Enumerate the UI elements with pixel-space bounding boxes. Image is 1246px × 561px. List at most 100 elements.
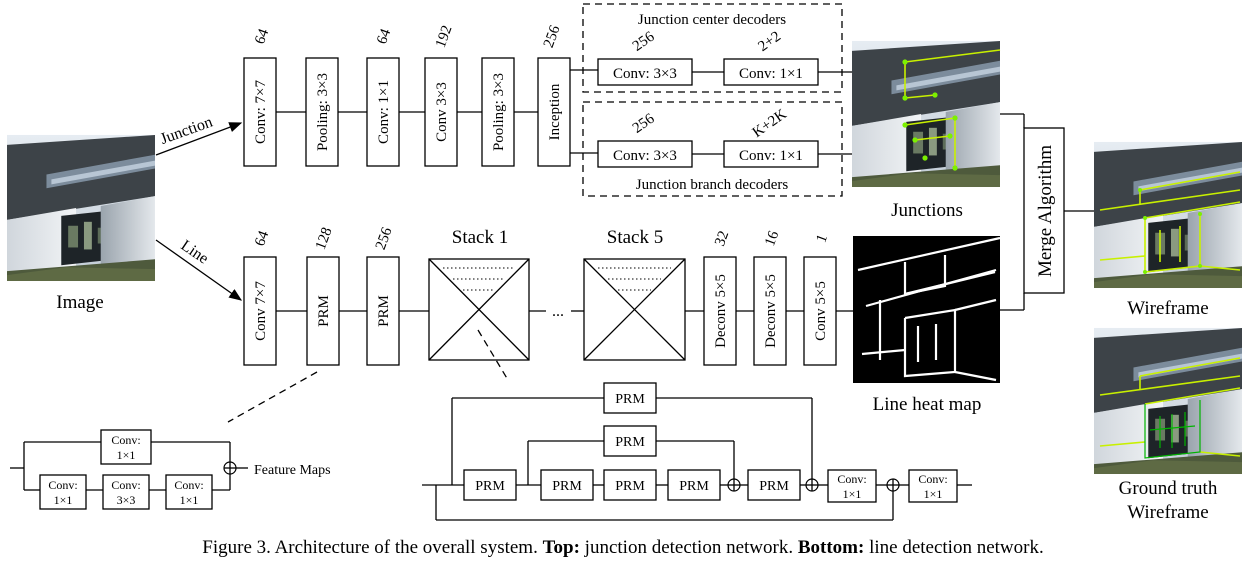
prm-zoom-line bbox=[227, 371, 318, 423]
ln-deconv1-block bbox=[703, 256, 737, 366]
hg-prm-mid-label: PRM bbox=[615, 435, 645, 450]
input-label: Image bbox=[56, 292, 103, 313]
hg-prm-mid-block bbox=[603, 425, 657, 457]
stack-5-label: Stack 5 bbox=[607, 227, 663, 248]
prm-chain-conv2-block bbox=[102, 474, 150, 510]
merge-algorithm-label: Merge Algorithm bbox=[1035, 145, 1056, 277]
ln-deconv1-label: Deconv 5×5 bbox=[713, 274, 729, 348]
hg-prm-5-block bbox=[747, 469, 801, 501]
line-heat-map-image bbox=[853, 236, 1001, 383]
ln-conv7-label: Conv 7×7 bbox=[253, 281, 269, 341]
ln-channel-16: 16 bbox=[762, 228, 782, 248]
hg-prm-5-label: PRM bbox=[759, 479, 789, 494]
jn-conv7-block bbox=[243, 57, 277, 167]
hg-prm-2-label: PRM bbox=[552, 479, 582, 494]
ln-prm1-block bbox=[306, 256, 340, 366]
jn-inception-block bbox=[537, 57, 571, 167]
stack-5-hourglass bbox=[583, 258, 686, 361]
ln-conv5-label: Conv 5×5 bbox=[813, 281, 829, 341]
jn-conv1-block bbox=[366, 57, 400, 167]
prm-chain-conv3-block bbox=[165, 474, 213, 510]
ln-channel-128: 128 bbox=[313, 225, 336, 252]
caption-top-text: junction detection network. bbox=[584, 537, 793, 558]
ground-truth-label-2: Wireframe bbox=[1127, 502, 1209, 523]
jn-inception-label: Inception bbox=[547, 83, 563, 140]
center-decoder-group bbox=[582, 3, 843, 93]
prm-chain-conv3-label-1: Conv: bbox=[174, 478, 203, 492]
input-image bbox=[7, 134, 155, 282]
prm-chain-conv3-label-2: 1×1 bbox=[180, 493, 199, 507]
hg-conv-a-label-1: Conv: bbox=[837, 472, 866, 486]
merge-algorithm-block bbox=[1023, 127, 1065, 294]
prm-chain-conv1-block bbox=[39, 474, 87, 510]
line-branch-label: Line bbox=[178, 237, 212, 267]
ln-prm2-block bbox=[366, 256, 400, 366]
ln-prm1-label: PRM bbox=[316, 295, 332, 327]
center-decoder-title: Junction center decoders bbox=[638, 12, 786, 28]
prm-chain-conv1-label-2: 1×1 bbox=[54, 493, 73, 507]
wireframe-label: Wireframe bbox=[1127, 298, 1209, 319]
ground-truth-wireframe-image bbox=[1094, 327, 1242, 475]
ground-truth-label-1: Ground truth bbox=[1119, 478, 1218, 499]
junctions-image bbox=[852, 40, 1001, 188]
hg-conv-a-block bbox=[827, 469, 877, 503]
caption-bottom-bold: Bottom: bbox=[798, 537, 864, 558]
branch-ch1: 256 bbox=[630, 110, 658, 136]
hg-prm-3-label: PRM bbox=[615, 479, 645, 494]
prm-feature-maps-label: Feature Maps bbox=[254, 463, 331, 478]
hg-prm-1-label: PRM bbox=[475, 479, 505, 494]
branch-conv3-label: Conv: 3×3 bbox=[613, 148, 677, 164]
junction-network: Conv: 7×7 Pooling: 3×3 Conv: 1×1 Conv 3×… bbox=[243, 3, 852, 197]
prm-chain-conv1-label-1: Conv: bbox=[48, 478, 77, 492]
prm-chain-conv2-label-2: 3×3 bbox=[117, 493, 136, 507]
branch-decoder-title: Junction branch decoders bbox=[636, 177, 789, 193]
prm-chain-conv2-label-1: Conv: bbox=[111, 478, 140, 492]
ln-channel-1: 1 bbox=[813, 232, 831, 245]
figure-caption: Figure 3. Architecture of the overall sy… bbox=[202, 537, 1043, 558]
hg-prm-1-block bbox=[463, 469, 517, 501]
branch-ch2: K+2K bbox=[750, 106, 790, 141]
prm-top-conv-block bbox=[100, 429, 152, 465]
ln-deconv2-label: Deconv 5×5 bbox=[763, 274, 779, 348]
ln-channel-64: 64 bbox=[252, 228, 272, 248]
line-network: Conv 7×7 PRM PRM 64 128 256 Stack 1 ... … bbox=[243, 225, 853, 366]
hg-prm-4-label: PRM bbox=[679, 479, 709, 494]
jn-channel-64b: 64 bbox=[374, 26, 394, 46]
ln-channel-32: 32 bbox=[712, 229, 732, 249]
jn-conv3-label: Conv 3×3 bbox=[434, 82, 450, 142]
hg-prm-top-label: PRM bbox=[615, 392, 645, 407]
branch-decoder-group bbox=[582, 101, 843, 197]
jn-channel-64a: 64 bbox=[252, 26, 272, 46]
branch-conv1-block bbox=[723, 140, 819, 168]
hg-conv-b-block bbox=[908, 469, 958, 503]
branch-conv1-label: Conv: 1×1 bbox=[739, 148, 803, 164]
jn-channel-192: 192 bbox=[433, 23, 456, 50]
line-heat-map-label: Line heat map bbox=[873, 394, 982, 415]
center-ch2: 2+2 bbox=[756, 28, 784, 55]
caption-bottom-text: line detection network. bbox=[869, 537, 1044, 558]
prm-detail: Conv: 1×1 Conv: 1×1 Conv: 3×3 Conv: 1×1 … bbox=[10, 429, 331, 510]
center-conv1-label: Conv: 1×1 bbox=[739, 66, 803, 82]
center-ch1: 256 bbox=[630, 28, 658, 54]
jn-conv7-label: Conv: 7×7 bbox=[253, 80, 269, 144]
line-arrow bbox=[155, 239, 243, 301]
junctions-label: Junctions bbox=[891, 200, 963, 221]
caption-prefix: Figure 3. Architecture of the overall sy… bbox=[202, 537, 538, 558]
prm-top-conv-label-2: 1×1 bbox=[117, 448, 136, 462]
jn-channel-256: 256 bbox=[541, 23, 564, 50]
hg-conv-a-label-2: 1×1 bbox=[843, 487, 862, 501]
center-conv3-label: Conv: 3×3 bbox=[613, 66, 677, 82]
jn-conv1-label: Conv: 1×1 bbox=[376, 80, 392, 144]
hg-conv-b-label-1: Conv: bbox=[918, 472, 947, 486]
ln-deconv2-block bbox=[753, 256, 787, 366]
stack-zoom-line bbox=[477, 329, 509, 381]
stack-1-hourglass bbox=[428, 258, 530, 361]
wireframe-image bbox=[1094, 141, 1242, 289]
stack-1-label: Stack 1 bbox=[452, 227, 508, 248]
jn-pool2-label: Pooling: 3×3 bbox=[491, 73, 507, 151]
hg-conv-b-label-2: 1×1 bbox=[924, 487, 943, 501]
jn-pool1-label: Pooling: 3×3 bbox=[315, 73, 331, 151]
prm-top-conv-label-1: Conv: bbox=[111, 433, 140, 447]
ln-prm2-label: PRM bbox=[376, 295, 392, 327]
